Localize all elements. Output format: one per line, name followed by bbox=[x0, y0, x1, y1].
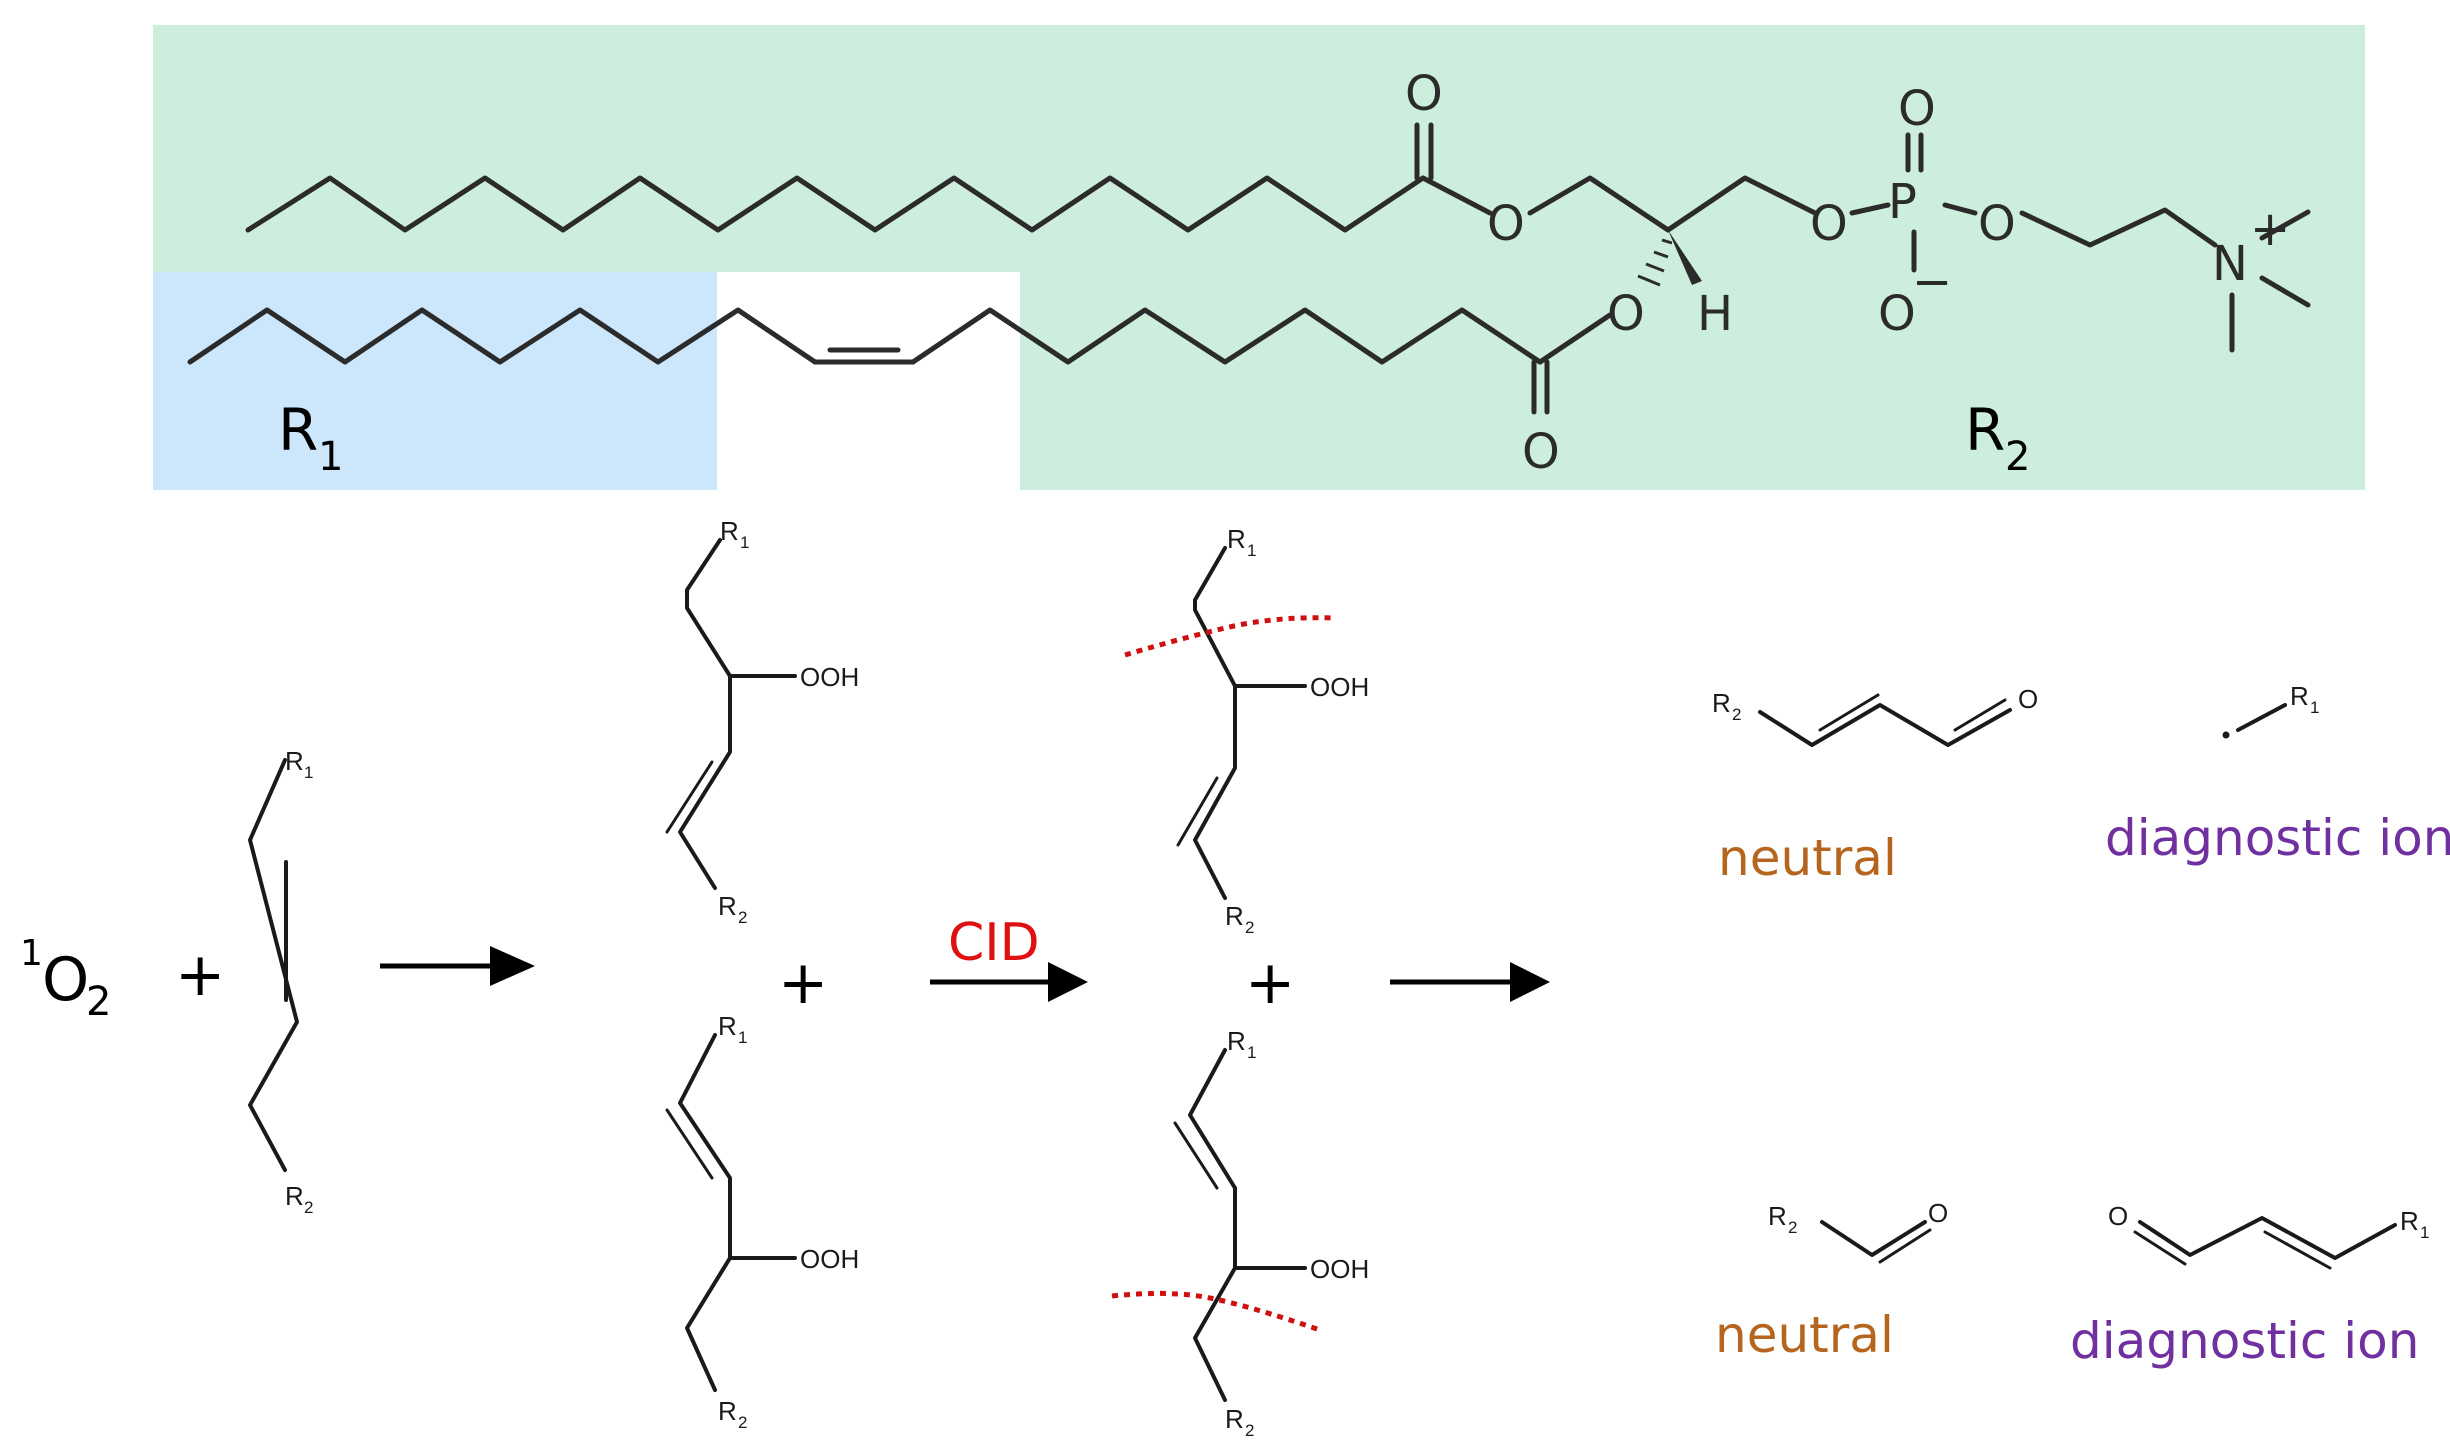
svg-text:OOH: OOH bbox=[1310, 1254, 1369, 1284]
plus-sign-2: + bbox=[778, 948, 828, 1018]
upper-ester-bond bbox=[1420, 175, 1493, 216]
p-o-right-bond bbox=[1942, 202, 1978, 216]
svg-text:2: 2 bbox=[86, 979, 111, 1025]
alkene-reactant: R 1 R 2 bbox=[248, 746, 313, 1217]
svg-text:1: 1 bbox=[2420, 1223, 2429, 1242]
cleavage-line-lower bbox=[1111, 1290, 1321, 1333]
svg-text:1: 1 bbox=[20, 933, 43, 974]
label-diagnostic-bottom: diagnostic ion bbox=[2070, 1312, 2419, 1370]
svg-text:1: 1 bbox=[740, 533, 749, 552]
phosphate-oxygen-left: O bbox=[1810, 196, 1848, 252]
svg-text:R: R bbox=[1227, 1026, 1246, 1056]
svg-text:2: 2 bbox=[2005, 434, 2030, 480]
svg-text:R: R bbox=[285, 1181, 304, 1211]
svg-text:1: 1 bbox=[1247, 1043, 1256, 1062]
svg-text:2: 2 bbox=[738, 908, 747, 927]
svg-text:R: R bbox=[1227, 524, 1246, 554]
choline-chain bbox=[2019, 207, 2218, 248]
radical-dot bbox=[2222, 731, 2230, 739]
double-bond-white-region bbox=[717, 272, 1020, 490]
nitrogen-atom: N bbox=[2212, 236, 2248, 292]
hydroperoxide-lower: R 1 OOH R 2 bbox=[665, 1011, 859, 1432]
upper-acyl-chain bbox=[245, 175, 1426, 233]
svg-text:2: 2 bbox=[1245, 918, 1254, 937]
lower-acyl-chain-r2 bbox=[910, 307, 1543, 365]
green-region-lower bbox=[1020, 272, 2365, 490]
ammonium-charge: + bbox=[2250, 201, 2290, 257]
svg-text:2: 2 bbox=[1732, 705, 1741, 724]
r1-blue-region bbox=[153, 272, 717, 490]
n-methyl-1 bbox=[2259, 209, 2311, 241]
label-diagnostic-top: diagnostic ion bbox=[2105, 809, 2450, 867]
phosphate-oxygen-right: O bbox=[1978, 196, 2016, 252]
oxide-charge: − bbox=[1912, 254, 1952, 310]
lower-acyl-chain-r1 bbox=[187, 307, 818, 365]
lower-ester-bond bbox=[1537, 312, 1613, 365]
svg-text:R: R bbox=[1965, 396, 2005, 464]
product-top-diagnostic-structure: R 1 bbox=[2222, 681, 2319, 739]
svg-text:O: O bbox=[2018, 684, 2038, 714]
phosphate-oxygen-top: O bbox=[1898, 81, 1936, 137]
svg-text:1: 1 bbox=[1247, 541, 1256, 560]
svg-text:R: R bbox=[718, 1396, 737, 1426]
singlet-oxygen: 1 O 2 bbox=[20, 933, 111, 1025]
o-p-bond bbox=[1849, 202, 1891, 216]
svg-text:R: R bbox=[2290, 681, 2309, 711]
cid-species-lower: R 1 OOH R 2 bbox=[1111, 1026, 1369, 1440]
svg-text:R: R bbox=[2400, 1206, 2419, 1236]
svg-text:2: 2 bbox=[1245, 1421, 1254, 1440]
n-methyl-2 bbox=[2259, 275, 2311, 308]
svg-text:R: R bbox=[1225, 1404, 1244, 1434]
phosphorus-atom: P bbox=[1888, 174, 1917, 230]
svg-text:1: 1 bbox=[738, 1028, 747, 1047]
svg-text:O: O bbox=[42, 945, 89, 1015]
lower-ester-oxygen: O bbox=[1607, 286, 1645, 342]
hashed-bond-lower-ester bbox=[1637, 238, 1673, 287]
upper-carbonyl-oxygen: O bbox=[1405, 66, 1443, 122]
svg-text:OOH: OOH bbox=[800, 662, 859, 692]
cid-species-upper: R 1 OOH R 2 bbox=[1124, 524, 1369, 937]
svg-text:1: 1 bbox=[2310, 698, 2319, 717]
svg-text:R: R bbox=[1712, 688, 1731, 718]
svg-text:O: O bbox=[1928, 1198, 1948, 1228]
svg-text:R: R bbox=[718, 891, 737, 921]
phospholipid-panel: O O H O O P O O − O N + bbox=[153, 25, 2365, 490]
svg-text:2: 2 bbox=[1788, 1218, 1797, 1237]
stereo-wedge-h bbox=[1668, 230, 1702, 285]
product-bottom-diagnostic-structure: O R 1 bbox=[2108, 1201, 2429, 1270]
svg-text:2: 2 bbox=[738, 1413, 747, 1432]
green-region bbox=[153, 25, 2365, 272]
plus-sign-1: + bbox=[175, 940, 225, 1010]
plus-sign-3: + bbox=[1245, 948, 1295, 1018]
svg-text:1: 1 bbox=[304, 763, 313, 782]
lower-carbonyl-oxygen: O bbox=[1522, 424, 1560, 480]
svg-text:R: R bbox=[1225, 901, 1244, 931]
svg-text:R: R bbox=[285, 746, 304, 776]
svg-text:OOH: OOH bbox=[800, 1244, 859, 1274]
svg-text:R: R bbox=[718, 1011, 737, 1041]
svg-text:O: O bbox=[2108, 1201, 2128, 1231]
glycerol-hydrogen: H bbox=[1697, 286, 1733, 342]
svg-text:OOH: OOH bbox=[1310, 672, 1369, 702]
label-neutral-bottom: neutral bbox=[1715, 1306, 1894, 1364]
hydroperoxide-upper: R 1 OOH R 2 bbox=[665, 516, 859, 927]
svg-text:R: R bbox=[278, 396, 318, 464]
svg-text:1: 1 bbox=[318, 434, 343, 480]
r1-label: R 1 bbox=[278, 396, 343, 480]
phosphate-oxygen-bottom: O bbox=[1878, 286, 1916, 342]
svg-text:2: 2 bbox=[304, 1198, 313, 1217]
label-neutral-top: neutral bbox=[1718, 829, 1897, 887]
upper-ester-oxygen: O bbox=[1487, 196, 1525, 252]
svg-text:R: R bbox=[720, 516, 739, 546]
r2-label: R 2 bbox=[1965, 396, 2030, 480]
cleavage-line-upper bbox=[1124, 615, 1336, 658]
product-bottom-neutral-structure: R 2 O bbox=[1768, 1198, 1948, 1264]
svg-text:R: R bbox=[1768, 1201, 1787, 1231]
cid-label: CID bbox=[948, 913, 1040, 973]
product-top-neutral-structure: R 2 O bbox=[1712, 684, 2038, 747]
